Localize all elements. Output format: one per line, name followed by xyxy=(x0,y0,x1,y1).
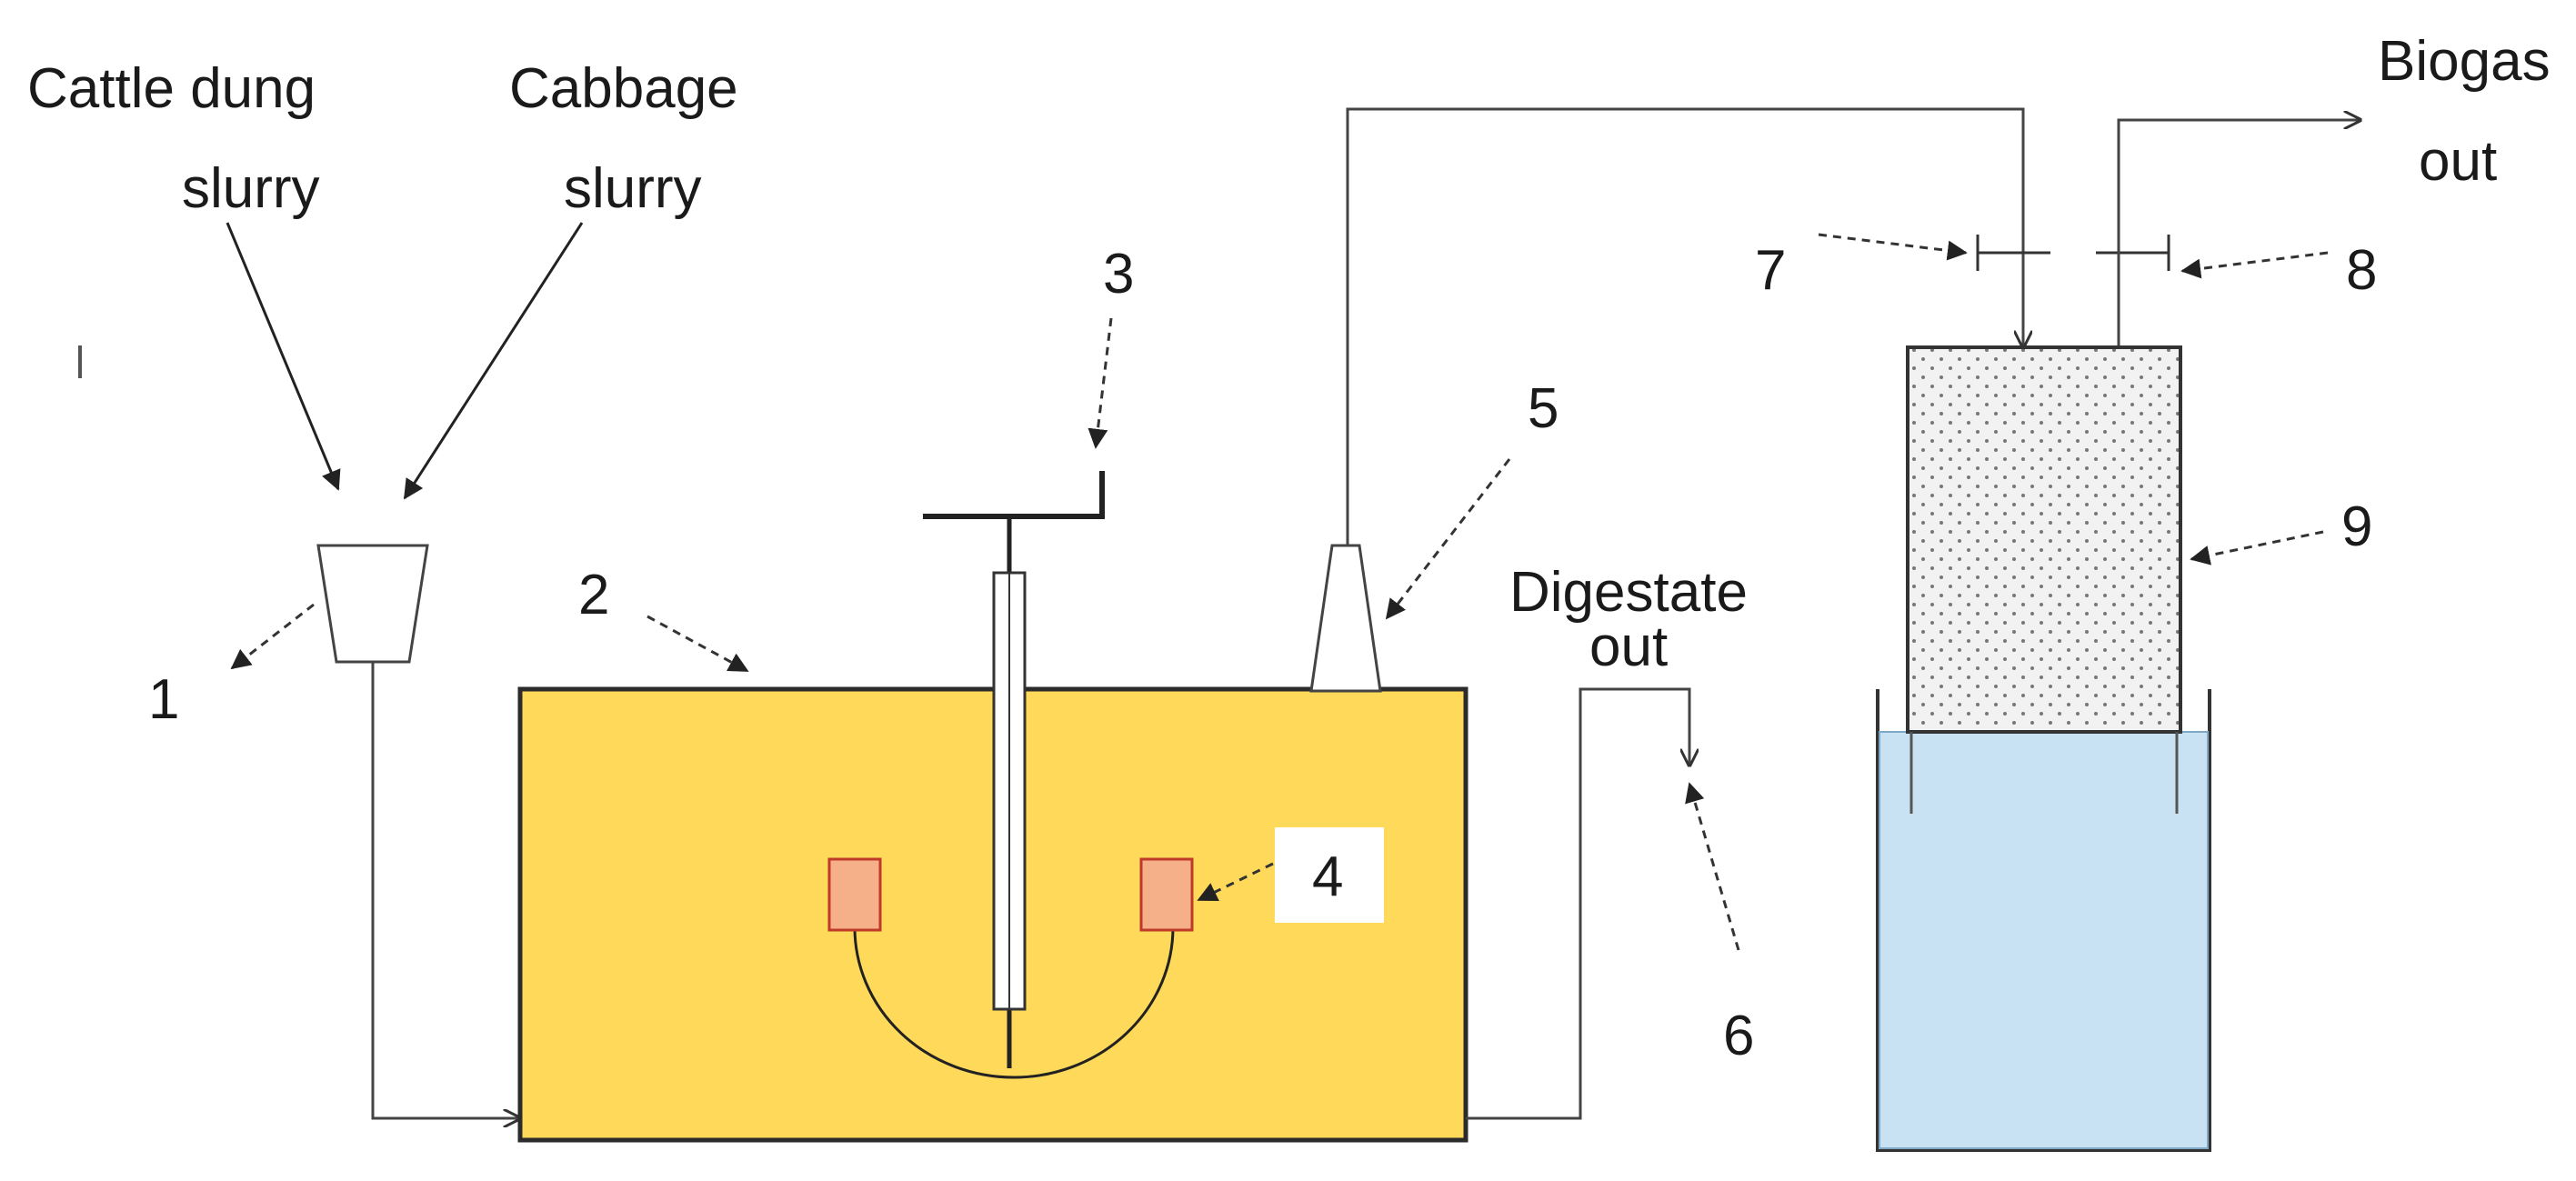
digestate-out-label-line2: out xyxy=(1589,616,1668,678)
callout-7: 7 xyxy=(1755,239,1786,302)
callout-4: 4 xyxy=(1312,846,1343,908)
cattle-dung-feed-arrow xyxy=(226,222,341,491)
callout-6-arrow xyxy=(1685,782,1740,951)
callout-1-arrow xyxy=(230,603,315,670)
gas-outlet-cone xyxy=(1309,544,1382,693)
heater-right xyxy=(1139,857,1194,932)
callout-8: 8 xyxy=(2346,239,2377,302)
water xyxy=(1879,731,2209,1149)
stirrer-handle xyxy=(923,471,1105,519)
callout-5-arrow xyxy=(1385,458,1511,620)
water-tank-walls xyxy=(1876,689,2211,1152)
callout-5: 5 xyxy=(1528,377,1559,440)
biogas-out-pipe xyxy=(2117,120,2360,347)
digestate-out-label-line1: Digestate xyxy=(1509,561,1748,624)
cattle-dung-label-line1: Cattle dung xyxy=(27,57,316,120)
gas-pipe xyxy=(1346,107,2023,545)
gas-holder xyxy=(1906,345,2182,734)
callout-7-arrow xyxy=(1818,233,1968,261)
cabbage-label-line1: Cabbage xyxy=(509,57,738,120)
cattle-dung-label-line2: slurry xyxy=(182,157,320,220)
biogas-out-label-line1: Biogas xyxy=(2378,30,2551,93)
callout-2-arrow xyxy=(647,615,749,673)
feed-hopper xyxy=(316,544,429,664)
callout-9-arrow xyxy=(2190,530,2324,565)
callout-9: 9 xyxy=(2341,495,2372,558)
heater-left xyxy=(827,857,882,932)
callout-6: 6 xyxy=(1723,1005,1754,1067)
callout-1: 1 xyxy=(148,668,179,731)
cabbage-feed-arrow xyxy=(403,222,584,500)
cabbage-label-line2: slurry xyxy=(564,157,702,220)
heater-wire xyxy=(853,926,1175,1079)
digestate-pipe xyxy=(1466,687,1689,1120)
feed-pipe xyxy=(371,662,520,1118)
callout-3-arrow xyxy=(1088,317,1113,449)
biogas-out-label-line2: out xyxy=(2419,130,2497,193)
callout-2: 2 xyxy=(578,564,609,626)
callout-8-arrow xyxy=(2180,251,2329,279)
callout-3: 3 xyxy=(1103,243,1134,305)
callout-4-box xyxy=(1275,827,1384,923)
